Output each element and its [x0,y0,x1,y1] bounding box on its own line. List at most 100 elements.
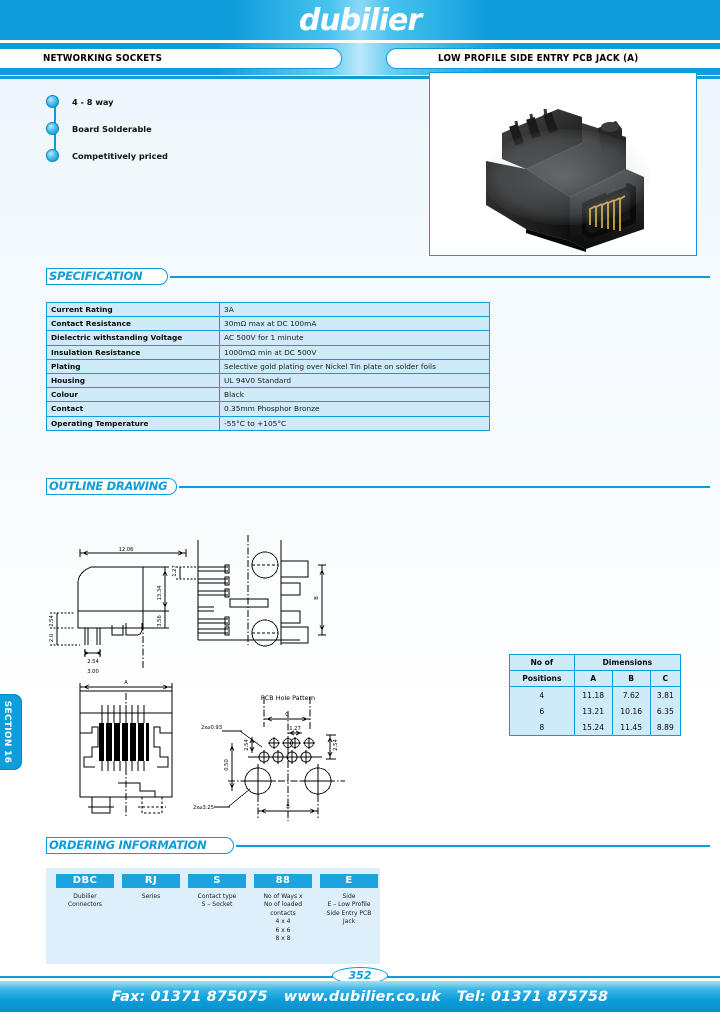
product-photo [430,73,696,255]
dim-value-c: 8.89 [649,719,680,735]
dim-label-mount-dia: 2x⌀3.25 [193,805,214,811]
spec-value: Black [219,387,490,403]
spec-key: Colour [46,387,220,403]
dim-value-c: 3.81 [649,686,680,703]
ordering-code: 88 [254,874,312,888]
specification-heading-rule [170,276,710,278]
footer-contact: Fax: 01371 875075 www.dubilier.co.uk Tel: … [0,981,720,1012]
bullet-dot-icon [46,149,59,162]
table-row: Contact Resistance 30mΩ max at DC 100mA [46,316,490,332]
dim-label-hole-b: B [286,804,290,810]
dim-value-b: 10.16 [611,703,651,719]
list-item: Board Solderable [46,115,306,142]
category-tab-label: NETWORKING SOCKETS [43,53,163,64]
dim-col-a: A [573,670,613,687]
table-row: Contact 0.35mm Phosphor Bronze [46,401,490,417]
spec-value: -55°C to +105°C [219,415,490,431]
header-band [0,0,720,43]
footer-fax: Fax: 01371 875075 [111,989,268,1005]
ordering-column: DBC Dubilier Connectors [56,874,114,910]
spec-key: Dielectric withstanding Voltage [46,330,220,346]
spec-key: Contact [46,401,220,417]
product-title-tab: LOW PROFILE SIDE ENTRY PCB JACK (A) [386,48,720,69]
outline-drawing-canvas: 12.06 13.34 3.56 2.54 2.0 2.54 3.00 1.27… [0,495,720,825]
ordering-code: S [188,874,246,888]
table-row: Dielectric withstanding Voltage AC 500V … [46,330,490,346]
ordering-column: S Contact type S – Socket [188,874,246,910]
dim-col-c: C [649,670,680,687]
spec-key: Operating Temperature [46,415,220,431]
table-row: Operating Temperature -55°C to +105°C [46,415,490,431]
ordering-information-heading-rule [236,845,710,847]
section-tab-label: SECTION 16 [2,700,12,764]
footer-website[interactable]: www.dubilier.co.uk [283,989,441,1005]
dim-label-pinlen: 3.00 [87,669,99,675]
specification-heading-pill [46,268,168,285]
dim-label-lower-height: 3.56 [157,615,163,627]
dim-value-b: 11.45 [611,719,651,735]
footer-tel: Tel: 01371 875758 [456,989,609,1005]
spec-key: Plating [46,358,220,374]
ordering-column: RJ Series [122,874,180,901]
list-item: 4 - 8 way [46,88,306,115]
ordering-code: DBC [56,874,114,888]
header-white-rule [0,40,720,43]
ordering-information-heading-label: ORDERING INFORMATION [49,838,207,852]
dim-label-small-a: 2.54 [49,615,55,627]
dim-label-width: 12.06 [119,547,134,553]
table-row: Insulation Resistance 1000mΩ min at DC 5… [46,344,490,360]
ordering-information-box: DBC Dubilier Connectors RJ Series S Cont… [46,868,380,964]
ordering-description: No of Ways x No of loaded contacts 4 x 4… [263,893,303,943]
spec-value: 30mΩ max at DC 100mA [219,316,490,332]
outline-drawing-heading-label: OUTLINE DRAWING [49,479,168,493]
table-row: Current Rating 3A [46,301,490,318]
spec-key: Housing [46,372,220,389]
table-row: 8 15.24 11.45 8.89 [510,719,680,735]
dim-label-hole-c: C [285,712,289,718]
ordering-description: Contact type S – Socket [197,893,237,909]
dim-label-height: 13.34 [157,585,163,601]
ordering-description: Side E – Low Profile Side Entry PCB Jack [326,893,372,926]
spec-value: UL 94V0 Standard [219,372,490,389]
table-row: Plating Selective gold plating over Nick… [46,358,490,374]
section-tab: SECTION 16 [0,694,22,770]
spec-value: 1000mΩ min at DC 500V [219,344,490,360]
dim-label-hole-pitch: 1.27 [289,726,301,732]
technical-drawings: 12.06 13.34 3.56 2.54 2.0 2.54 3.00 1.27… [49,535,345,821]
ordering-code: E [320,874,378,888]
dim-col-group-header: Dimensions [573,655,680,671]
table-header-row: No of Dimensions [510,655,680,671]
specification-table: Current Rating 3A Contact Resistance 30m… [46,301,490,431]
specification-section-heading: SPECIFICATION [46,268,710,285]
ordering-code: RJ [122,874,180,888]
dim-label-hole-dia: 2x⌀0.93 [201,725,222,731]
ordering-information-heading-pill [46,837,234,854]
dim-positions: 6 [539,706,545,716]
product-title-label: LOW PROFILE SIDE ENTRY PCB JACK (A) [438,53,639,64]
dim-label-hole-vert: 2.54 [244,739,250,751]
company-logo: dubilier [298,3,422,38]
dim-col-positions-line2: Positions [510,670,575,687]
dim-col-b: B [611,670,651,687]
product-photo-frame [429,72,697,256]
dim-col-positions-line1: No of [510,655,575,671]
spec-key: Insulation Resistance [46,344,220,360]
spec-key: Contact Resistance [46,316,220,332]
table-row: Colour Black [46,387,490,403]
spec-value: 3A [219,301,490,318]
dim-value-c: 6.35 [649,703,680,719]
specification-heading-label: SPECIFICATION [49,269,143,283]
dim-positions: 4 [539,690,545,700]
photo-drop-shadow [482,129,652,225]
outline-drawing-heading-rule [179,486,710,488]
dim-label-hole-offset: 0.50 [224,759,230,771]
dim-value-a: 13.21 [573,703,613,719]
footer-band [0,981,720,1012]
dim-value-a: 15.24 [573,719,613,735]
ordering-column: E Side E – Low Profile Side Entry PCB Ja… [320,874,378,927]
table-row: 4 11.18 7.62 3.81 [510,686,680,703]
page-number: 352 [348,969,372,982]
pcb-jack-illustration [486,108,644,252]
spec-value: Selective gold plating over Nickel Tin p… [219,358,490,374]
spec-value: 0.35mm Phosphor Bronze [219,401,490,417]
